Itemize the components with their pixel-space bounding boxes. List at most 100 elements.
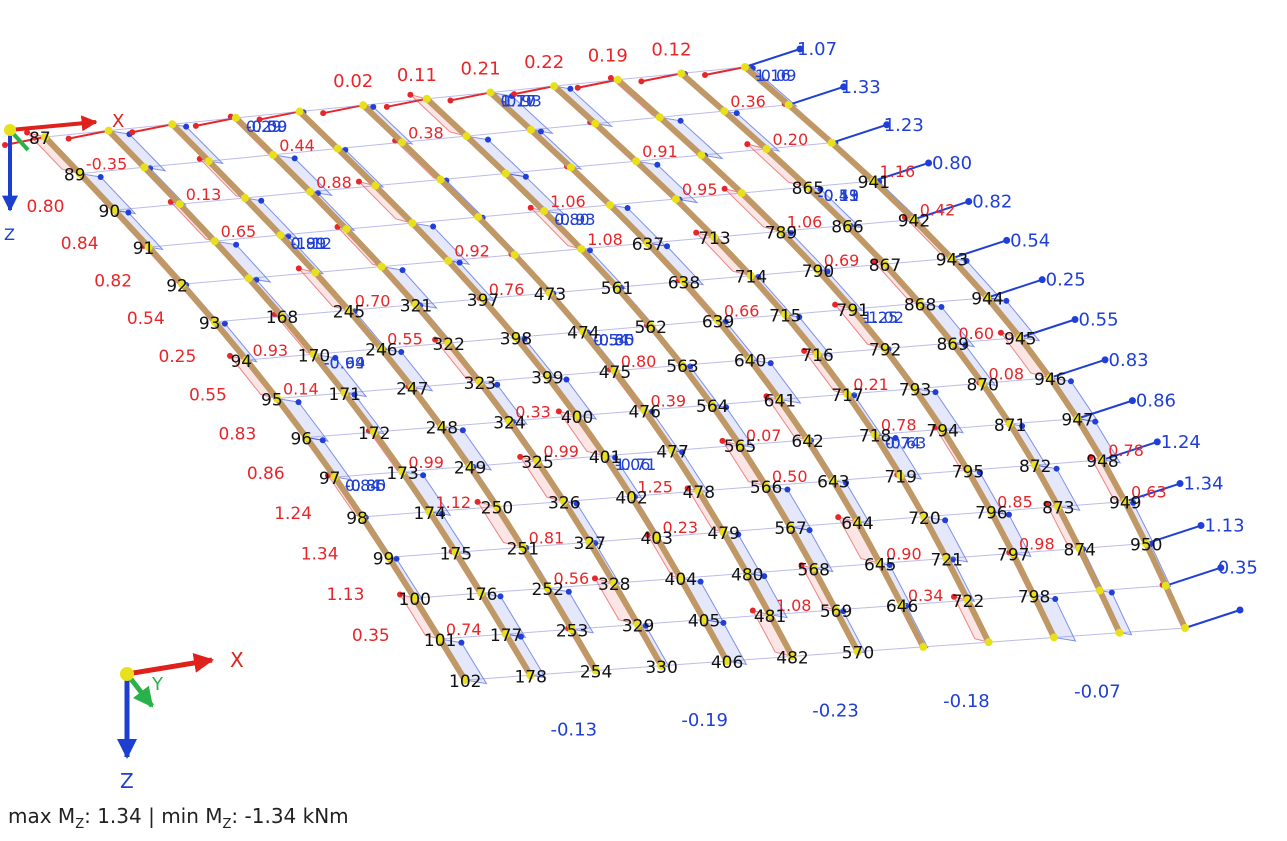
inner-value-negative: 0.84 <box>345 476 381 495</box>
inner-value-positive: 0.50 <box>772 467 808 486</box>
node <box>600 451 609 460</box>
node <box>462 132 471 141</box>
node <box>585 538 594 547</box>
node-label: 251 <box>507 539 539 559</box>
edge-moment-point <box>883 121 891 129</box>
inner-value-positive: 0.56 <box>554 569 590 588</box>
inner-value-negative: 0.54 <box>593 331 629 350</box>
node <box>140 163 149 172</box>
node-label: 722 <box>952 592 984 612</box>
edge-moment-line <box>831 123 888 144</box>
edge-moment-line <box>195 116 237 127</box>
min-subscript: Z <box>222 817 232 832</box>
moment-point <box>555 408 562 415</box>
node <box>843 390 852 399</box>
node-label: 563 <box>666 357 698 377</box>
node <box>697 151 706 160</box>
node <box>720 107 729 116</box>
edge-moment-line <box>1184 609 1241 629</box>
edge-moment-point <box>383 103 390 110</box>
node-label: 718 <box>859 427 891 447</box>
moment-point <box>997 329 1004 336</box>
node-label: 867 <box>869 256 901 276</box>
node <box>540 207 549 216</box>
moment-point <box>801 347 808 354</box>
node <box>776 227 785 236</box>
node <box>761 481 770 490</box>
inner-value-negative: -0.64 <box>324 353 365 372</box>
node <box>1054 502 1063 511</box>
inner-value-positive: 0.74 <box>446 620 482 639</box>
node <box>1121 497 1130 506</box>
moment-point <box>835 514 842 521</box>
node-label: 869 <box>936 335 968 355</box>
node-label: 565 <box>724 437 756 457</box>
left-edge-value: 0.82 <box>94 271 132 291</box>
node-label: 250 <box>481 499 513 519</box>
moment-point <box>744 141 751 148</box>
node <box>1029 591 1038 600</box>
edge-moment-point <box>638 78 645 85</box>
edge-moment-point <box>511 91 518 98</box>
inner-value-positive: 1.12 <box>435 493 471 512</box>
node-label: 171 <box>329 385 361 405</box>
inner-value-negative: -0.85 <box>345 476 386 495</box>
inner-value-positive: 0.38 <box>408 123 444 142</box>
inner-value-negative: -0.63 <box>885 434 926 453</box>
node-label: 641 <box>764 392 796 412</box>
axis-z-label-top: Z <box>4 225 15 244</box>
moment-point <box>1019 422 1026 429</box>
moment-point <box>697 578 704 585</box>
node <box>880 344 889 353</box>
node <box>591 666 600 675</box>
right-edge-value: 1.23 <box>884 115 924 136</box>
edge-moment-point <box>1176 480 1184 488</box>
moment-point <box>1092 418 1099 425</box>
node <box>848 305 857 314</box>
top-edge-value: 0.11 <box>397 65 437 86</box>
max-subscript: Z <box>75 817 85 832</box>
axis-x-label: X <box>230 648 244 672</box>
edge-moment-line <box>68 129 109 140</box>
node-label: 252 <box>532 580 564 600</box>
moment-point <box>870 258 877 265</box>
edge-moment-line <box>1124 482 1181 503</box>
bottom-edge-value: -0.23 <box>812 700 859 721</box>
inner-value-positive: 0.99 <box>543 442 579 461</box>
node <box>627 492 636 501</box>
node-label: 798 <box>1018 587 1050 607</box>
tie-line <box>464 627 1186 681</box>
moment-point <box>456 259 463 266</box>
edge-moment-line <box>1049 358 1106 379</box>
node <box>306 187 315 196</box>
node-label: 646 <box>886 597 918 617</box>
edge-moment-point <box>796 45 804 53</box>
node <box>746 271 755 280</box>
node <box>655 113 664 122</box>
node-label: 397 <box>467 291 499 311</box>
node-label: 639 <box>702 312 734 332</box>
edge-moment-line <box>913 200 970 221</box>
edge-moment-point <box>1003 236 1011 244</box>
node <box>501 169 510 178</box>
node <box>510 250 519 259</box>
axis-triad-icon: X Y Z <box>117 648 244 793</box>
node-label: 474 <box>567 324 599 344</box>
moment-point <box>407 91 414 98</box>
moment-point <box>938 303 945 310</box>
inner-value-positive: 0.21 <box>853 375 889 394</box>
moment-point <box>798 562 805 569</box>
moment-point <box>474 498 481 505</box>
node <box>781 310 790 319</box>
moment-point <box>458 639 465 646</box>
inner-value-positive: 0.14 <box>283 380 319 399</box>
node-label: 950 <box>1130 536 1162 556</box>
node-label: 398 <box>500 329 532 349</box>
moment-point <box>573 500 580 507</box>
moment-point <box>24 129 31 136</box>
inner-value-positive: 0.13 <box>186 185 222 204</box>
member-line <box>296 108 730 665</box>
member-grid <box>41 63 1189 684</box>
node <box>719 528 728 537</box>
